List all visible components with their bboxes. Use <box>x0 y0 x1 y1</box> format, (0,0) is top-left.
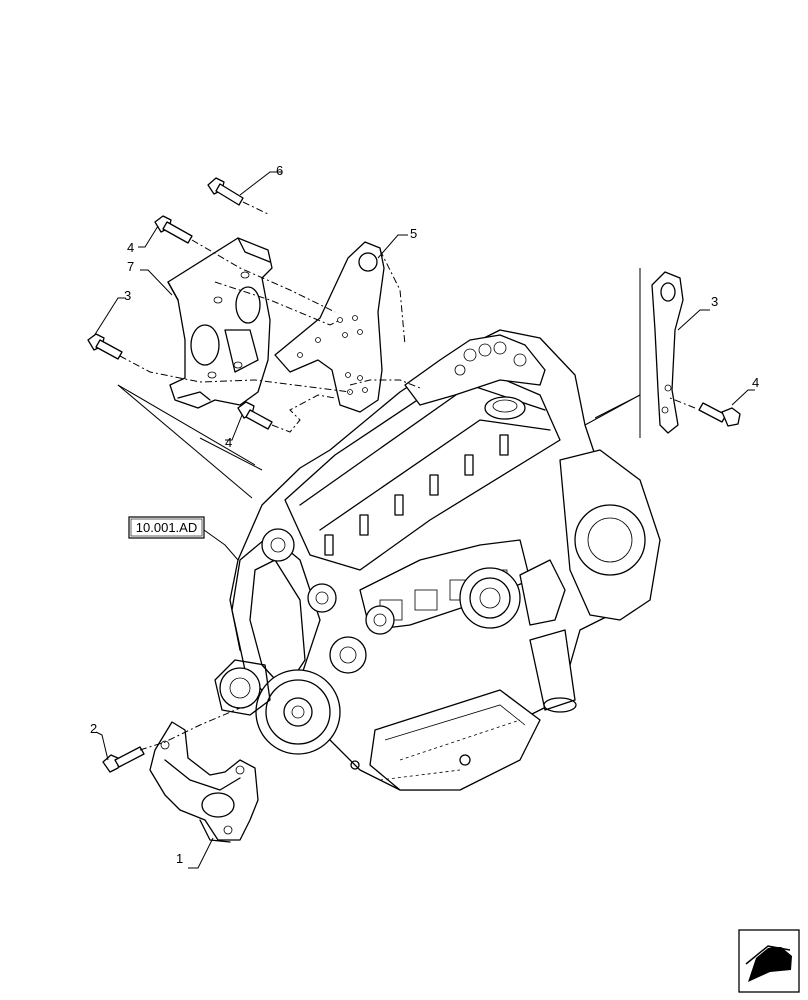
callout-6: 6 <box>276 163 283 178</box>
bolt-part-6 <box>207 177 244 206</box>
reference-label: 10.001.AD <box>136 520 197 535</box>
callouts: 6 4 7 3 5 4 3 4 2 1 <box>90 163 759 869</box>
callout-4-top: 4 <box>127 240 134 255</box>
callout-5: 5 <box>410 226 417 241</box>
bolt-part-4-right <box>698 402 741 427</box>
callout-4-mid: 4 <box>225 435 232 450</box>
callout-1: 1 <box>176 851 183 866</box>
callout-7: 7 <box>127 259 134 274</box>
callout-3-left: 3 <box>124 288 131 303</box>
arrow-icon[interactable] <box>738 929 800 993</box>
bolt-part-4-top <box>154 215 193 244</box>
alignment-lines <box>119 201 696 751</box>
lifting-bracket-part-5 <box>274 241 385 413</box>
bolt-part-4-mid <box>237 401 273 430</box>
callout-2: 2 <box>90 721 97 736</box>
bolt-part-2 <box>102 746 145 773</box>
lifting-eye-part-3 <box>651 271 684 434</box>
front-bracket-part-1 <box>149 721 259 843</box>
reference-box[interactable]: 10.001.AD <box>128 516 239 561</box>
bolt-part-3-left <box>87 333 123 360</box>
callout-3-right: 3 <box>711 294 718 309</box>
callout-4-right: 4 <box>752 375 759 390</box>
rear-bracket-part-7 <box>167 237 273 409</box>
reference-leaders <box>117 268 641 499</box>
engine-assembly <box>214 329 661 791</box>
